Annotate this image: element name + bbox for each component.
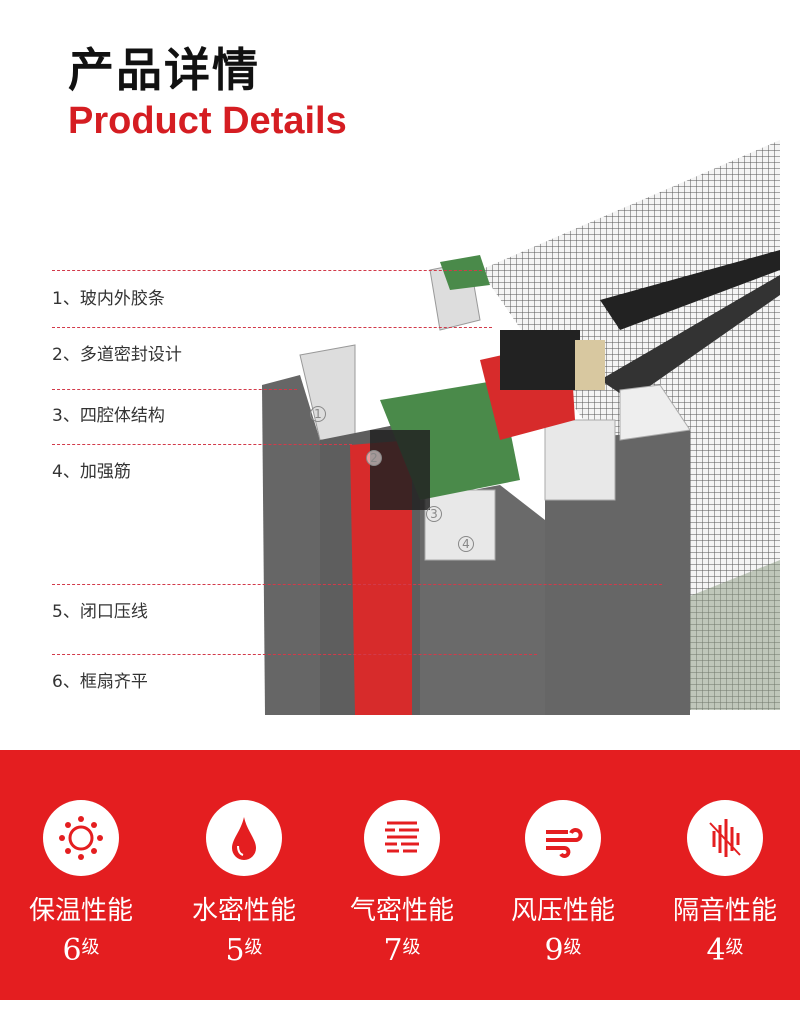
- feature-divider: [52, 327, 492, 328]
- feature-label: 2、多道密封设计: [52, 345, 182, 365]
- wind-icon: [525, 800, 601, 876]
- performance-grade: 9级: [483, 933, 643, 968]
- feature-label: 6、框扇齐平: [52, 672, 148, 692]
- callout-marker: 4: [458, 536, 474, 552]
- water-drop-icon: [206, 800, 282, 876]
- feature-label: 1、玻内外胶条: [52, 289, 165, 309]
- feature-divider: [52, 584, 662, 585]
- grade-value: 9: [544, 933, 564, 968]
- performance-item-airtight: 气密性能 7级: [322, 750, 482, 968]
- performance-band: 保温性能 6级 水密性能 5级 气密性能 7级 风压性能 9级 隔音性能 4级: [0, 750, 800, 1000]
- feature-divider: [52, 444, 352, 445]
- page-subtitle: Product Details: [68, 100, 347, 142]
- performance-name: 水密性能: [191, 896, 296, 926]
- feature-label: 4、加强筋: [52, 462, 131, 482]
- feature-divider: [52, 270, 482, 271]
- grade-value: 5: [225, 933, 245, 968]
- performance-name: 隔音性能: [672, 896, 777, 926]
- feature-label: 5、闭口压线: [52, 602, 148, 622]
- performance-grade: 7级: [322, 933, 482, 968]
- performance-item-soundproof: 隔音性能 4级: [645, 750, 800, 968]
- performance-grade: 5级: [164, 933, 324, 968]
- performance-grade: 4级: [645, 933, 800, 968]
- grade-unit: 级: [725, 937, 744, 958]
- callout-marker: 2: [366, 450, 382, 466]
- grade-value: 7: [383, 933, 403, 968]
- window-profile-image: [262, 140, 780, 715]
- feature-divider: [52, 389, 297, 390]
- grade-unit: 级: [402, 937, 421, 958]
- page-title: 产品详情: [68, 43, 260, 97]
- air-lines-icon: [364, 800, 440, 876]
- performance-name: 保温性能: [28, 896, 133, 926]
- grade-unit: 级: [244, 937, 263, 958]
- callout-marker: 1: [310, 406, 326, 422]
- grade-unit: 级: [81, 937, 100, 958]
- performance-item-insulation: 保温性能 6级: [1, 750, 161, 968]
- performance-item-wind-pressure: 风压性能 9级: [483, 750, 643, 968]
- grade-value: 4: [706, 933, 726, 968]
- sun-icon: [43, 800, 119, 876]
- performance-grade: 6级: [1, 933, 161, 968]
- grade-value: 6: [62, 933, 82, 968]
- feature-divider: [52, 654, 537, 655]
- grade-unit: 级: [563, 937, 582, 958]
- callout-marker: 3: [426, 506, 442, 522]
- performance-name: 气密性能: [349, 896, 454, 926]
- soundproof-icon: [687, 800, 763, 876]
- frame-outer-left: [262, 375, 320, 715]
- feature-label: 3、四腔体结构: [52, 406, 165, 426]
- performance-item-watertight: 水密性能 5级: [164, 750, 324, 968]
- performance-name: 风压性能: [510, 896, 615, 926]
